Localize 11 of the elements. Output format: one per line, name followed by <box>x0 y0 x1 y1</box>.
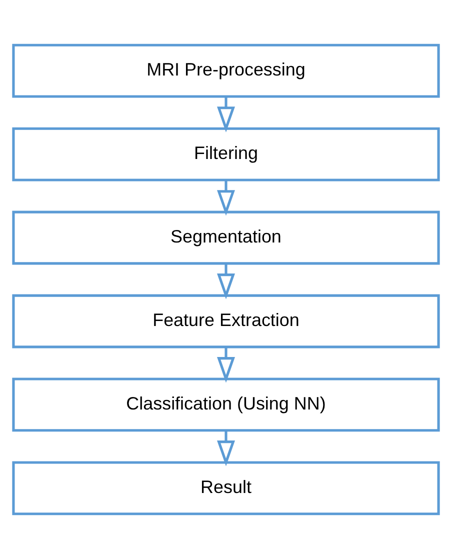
node-box: MRI Pre-processing <box>12 43 440 98</box>
arrow <box>217 263 235 299</box>
arrow <box>217 180 235 216</box>
arrow <box>217 346 235 382</box>
arrow <box>217 430 235 466</box>
node-box: Result <box>12 460 440 515</box>
node-box: Classification (Using NN) <box>12 377 440 432</box>
node-box: Feature Extraction <box>12 294 440 348</box>
node-box: Segmentation <box>12 210 440 264</box>
node-box: Filtering <box>12 126 440 181</box>
arrow <box>217 96 235 132</box>
